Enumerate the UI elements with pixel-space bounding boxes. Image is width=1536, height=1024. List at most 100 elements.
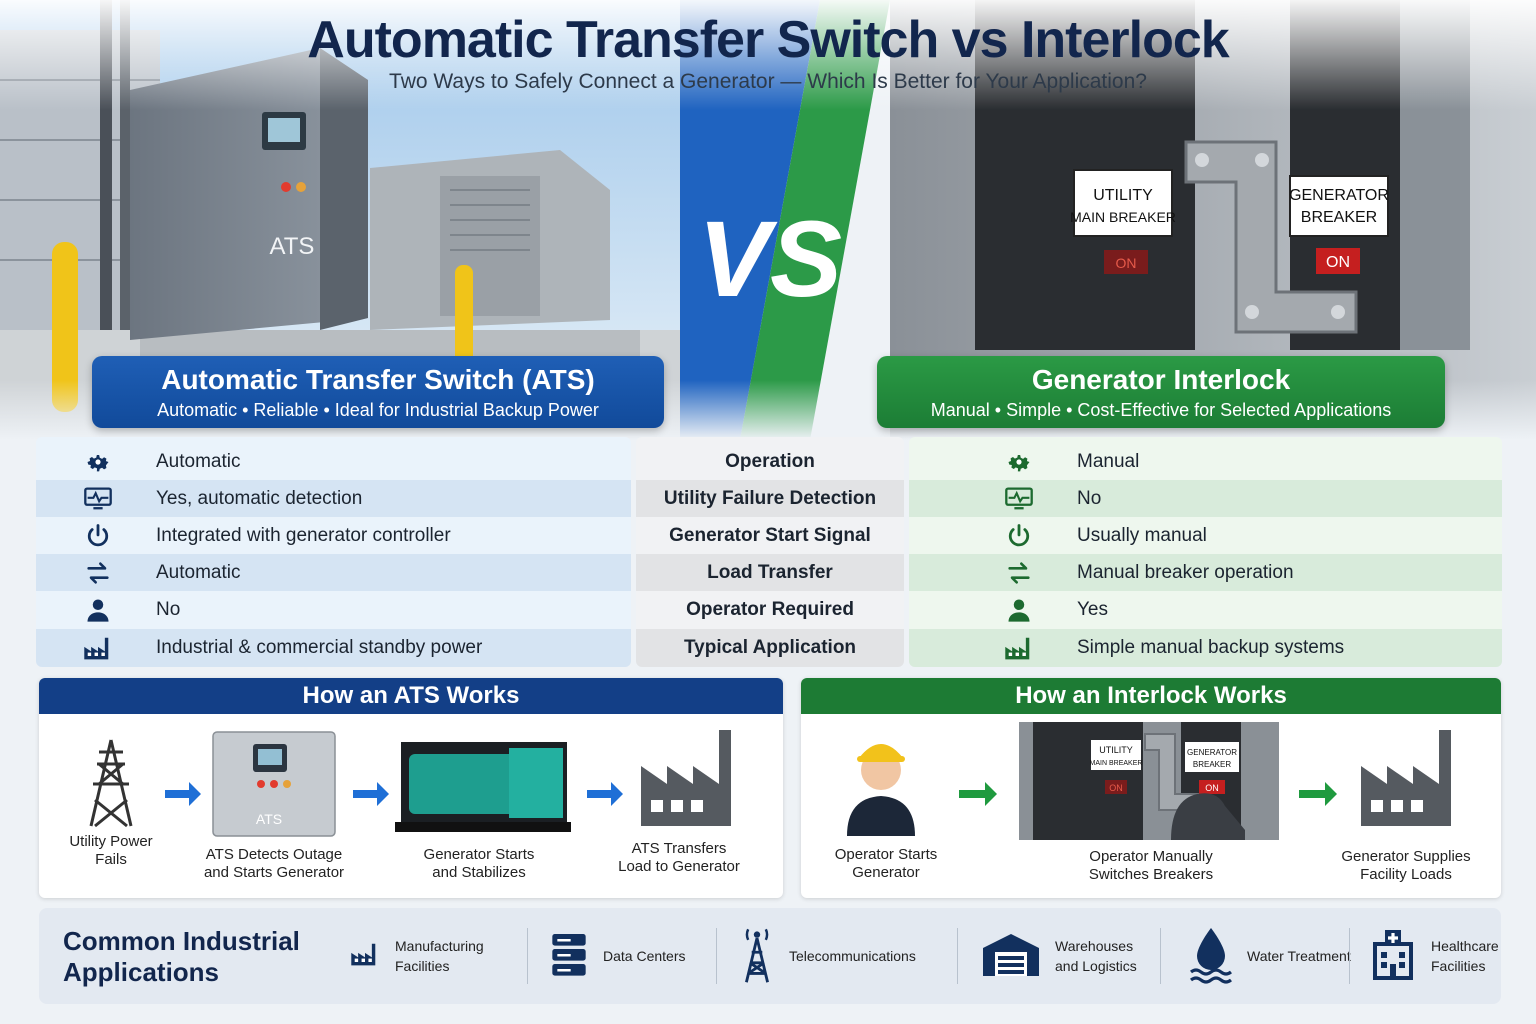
factory-icon — [1361, 730, 1451, 826]
interlock-banner: Generator Interlock Manual • Simple • Co… — [877, 356, 1445, 428]
step-label-line2: Fails — [95, 851, 127, 868]
interlock-value: Usually manual — [1077, 524, 1207, 546]
interlock-steps-illustration: UTILITY MAIN BREAKER GENERATOR BREAKER O… — [847, 722, 1451, 840]
water-drop-icon — [1189, 924, 1233, 989]
utility-on-label: ON — [1116, 255, 1137, 271]
ats-banner-title: Automatic Transfer Switch (ATS) — [161, 364, 595, 395]
application-label-line1: Water Treatment — [1247, 948, 1351, 964]
interlock-banner-subtitle: Manual • Simple • Cost-Effective for Sel… — [930, 400, 1392, 420]
interlock-row: Simple manual backup systems — [909, 629, 1502, 667]
feature-row: Operation — [636, 443, 904, 480]
ats-row: Automatic — [36, 554, 631, 591]
ats-row: Industrial & commercial standby power — [36, 629, 631, 667]
application-label-line1: Warehouses — [1055, 938, 1134, 954]
applications-strip: Common Industrial Applications Manufactu… — [39, 908, 1501, 1004]
feature-row: Operator Required — [636, 591, 904, 628]
application-label-line1: Telecommunications — [789, 948, 916, 964]
feature-label: Typical Application — [683, 637, 857, 658]
application-label-line2: Facilities — [395, 958, 450, 974]
feature-row: Utility Failure Detection — [636, 480, 904, 517]
step-label-line1: Operator Manually — [1089, 848, 1213, 865]
factory-icon — [349, 940, 381, 973]
mini-generator-label-1: GENERATOR — [1187, 748, 1237, 757]
step-label-line1: Generator Starts — [423, 846, 535, 863]
generator-breaker-label-line2: BREAKER — [1301, 209, 1377, 226]
application-label-line1: Healthcare — [1431, 938, 1499, 954]
gear-icon — [78, 448, 118, 476]
power-icon — [78, 522, 118, 550]
interlock-value: Simple manual backup systems — [1077, 637, 1345, 658]
generator-breaker-label-line1: GENERATOR — [1289, 187, 1389, 204]
feature-label: Load Transfer — [707, 561, 833, 583]
page-subtitle: Two Ways to Safely Connect a Generator —… — [389, 70, 1147, 93]
mini-on-label-1: ON — [1109, 783, 1123, 793]
ats-banner-subtitle: Automatic • Reliable • Ideal for Industr… — [157, 400, 599, 420]
breaker-panel-illustration: UTILITY MAIN BREAKER GENERATOR BREAKER O… — [1019, 722, 1279, 840]
generator-illustration — [395, 742, 571, 832]
ats-value: Automatic — [156, 450, 241, 472]
application-label-line1: Manufacturing — [395, 938, 484, 954]
feature-label: Generator Start Signal — [669, 524, 871, 546]
interlock-banner-title: Generator Interlock — [1031, 364, 1291, 395]
application-item: Warehouses and Logistics — [981, 908, 1137, 1004]
monitor-pulse-icon — [999, 485, 1039, 513]
ats-row: Integrated with generator controller — [36, 517, 631, 554]
transmission-tower-icon — [89, 739, 133, 828]
application-label-line2: and Logistics — [1055, 958, 1137, 974]
ats-value: Automatic — [156, 561, 241, 583]
ats-steps-illustration: ATS — [89, 730, 731, 837]
step-label-line2: Switches Breakers — [1088, 866, 1214, 883]
interlock-row: No — [909, 480, 1502, 517]
feature-label: Operator Required — [686, 598, 854, 620]
vs-text: VS — [698, 198, 842, 319]
arrow-right-icon — [165, 782, 201, 806]
arrow-right-icon — [353, 782, 389, 806]
step-label-line2: Generator — [852, 864, 920, 881]
interlock-row: Manual — [909, 443, 1502, 480]
hospital-icon — [1369, 928, 1417, 985]
interlock-row: Manual breaker operation — [909, 554, 1502, 591]
ats-value: Integrated with generator controller — [156, 524, 451, 546]
ats-value: Industrial & commercial standby power — [156, 637, 483, 658]
application-label-line2: Facilities — [1431, 958, 1486, 974]
applications-title: Common Industrial Applications — [63, 926, 300, 988]
utility-breaker-label-line1: UTILITY — [1093, 187, 1153, 204]
tower-icon — [739, 924, 775, 989]
separator — [1349, 928, 1350, 984]
ats-row: No — [36, 591, 631, 628]
interlock-panel-title: How an Interlock Works — [801, 678, 1501, 714]
person-icon — [999, 596, 1039, 624]
feature-label: Operation — [725, 450, 815, 472]
server-icon — [549, 930, 589, 983]
mini-on-label-2: ON — [1205, 783, 1219, 793]
step-label-line1: Utility Power — [69, 833, 153, 850]
ats-cabinet-label: ATS — [270, 233, 315, 260]
arrow-right-icon — [1299, 782, 1337, 806]
application-item: Data Centers — [549, 908, 685, 1004]
step-label-line2: Load to Generator — [618, 858, 740, 875]
feature-label: Utility Failure Detection — [663, 487, 877, 509]
mini-utility-label-2: MAIN BREAKER — [1090, 760, 1143, 767]
ats-row: Yes, automatic detection — [36, 480, 631, 517]
step-label-line2: Facility Loads — [1360, 866, 1452, 883]
step-label-line1: Operator Starts — [834, 846, 938, 863]
factory-icon — [999, 634, 1039, 662]
application-label-line1: Data Centers — [603, 948, 686, 964]
interlock-value: Manual breaker operation — [1077, 561, 1294, 583]
ats-panel-title: How an ATS Works — [39, 678, 783, 714]
step-label-line1: ATS Transfers — [631, 840, 727, 857]
step-label-line2: and Starts Generator — [203, 864, 345, 881]
interlock-value: Yes — [1077, 598, 1108, 620]
feature-row: Generator Start Signal — [636, 517, 904, 554]
application-item: Water Treatment — [1189, 908, 1351, 1004]
